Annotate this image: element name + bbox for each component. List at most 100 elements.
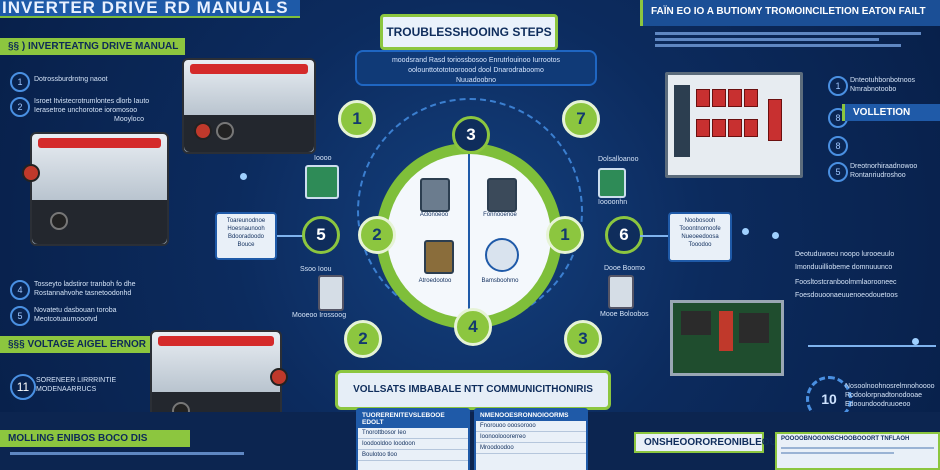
left-item-1: Dotrossburdrotng naoot	[34, 76, 108, 83]
relay-block	[696, 119, 710, 137]
capacitor	[719, 311, 733, 351]
left-callout-box: Toareunodnoe Hoesnaunooh Bdooradoodo Bou…	[215, 212, 277, 260]
left-item-5: Novatetu dasbouan toroba Meotcotuaumooot…	[34, 306, 117, 324]
step-circle-2: 2	[358, 216, 396, 254]
right-item-10-line: Edooundoodruuoeoo	[845, 401, 911, 408]
step-circle-1: 1	[338, 100, 376, 138]
step-badge-4: 4	[10, 280, 30, 300]
right-item-10-line: Rodoolorpnadtonodooae	[845, 392, 923, 399]
fuse-caption: Ssoo Ioou	[300, 266, 332, 273]
right-list-item: Imonduuilliobeme domnuuunco	[795, 264, 893, 271]
bottom-left-lines	[10, 452, 270, 462]
callout-line: Hoesnaunooh	[227, 226, 265, 232]
table-row: Tnorottbosor Ieo	[358, 428, 468, 439]
callout-line: Toareunodnoe	[226, 218, 266, 224]
callout-line: Noobosooh	[684, 218, 716, 224]
right-badge-4: 5	[828, 162, 848, 182]
inner-caption-2: Fonnooenoe	[483, 212, 517, 218]
bottom-left-label: MOLLING ENIBOS BOCO DIS	[0, 430, 190, 447]
bottom-right-box: POOOOBNOGONSCHOOBOOORT TNFLAOH	[775, 432, 940, 470]
bottom-right-box-title: POOOOBNOGONSCHOOBOOORT TNFLAOH	[781, 436, 910, 442]
breaker-icon	[420, 178, 450, 212]
table-left-header: TUORERENITEVSLEBOOE EDOLT	[358, 410, 468, 428]
subtitle-line: moodsrand Rasd toriossbosoo Enrutrlouino…	[391, 57, 561, 64]
divider	[781, 447, 934, 449]
left-item-5-line: Novatetu dasbouan toroba	[34, 307, 117, 314]
right-badge-3: 8	[828, 136, 848, 156]
troubleshooting-title: TROUBLESSHOOING STEPS	[380, 14, 558, 50]
right-item-10-line: Nosoolnoohnosrelmnohoooo	[845, 383, 935, 390]
inverter-illustration-top	[182, 58, 316, 154]
meter-dial-icon	[485, 238, 519, 272]
right-item-3-line: Dreotnorhiraadnowoo	[850, 163, 918, 170]
circuit-board-illustration	[670, 300, 784, 376]
table-right: NMENOOESRONNOIOORMS Fnorouoo ooosorooo I…	[474, 408, 588, 470]
callout-line: Bouce	[237, 242, 255, 248]
right-badge-1: 1	[828, 76, 848, 96]
table-row: Ioodooldoo Ioodoon	[358, 439, 468, 450]
inner-divider	[468, 154, 470, 318]
battery-icon	[305, 165, 339, 199]
relay-block	[768, 99, 782, 141]
terminal-negative	[216, 122, 234, 140]
left-item-2-line: Isroet Itvistecrotrumlontes dlorb Iauto	[34, 98, 150, 105]
relay-module-icon	[424, 240, 454, 274]
step-badge-2: 2	[10, 97, 30, 117]
relay-block	[744, 119, 758, 137]
inverter-illustration-left	[22, 132, 169, 246]
main-title-banner: INVERTER DRIVE RD MANUALS	[0, 0, 300, 18]
right-item-3: Dreotnorhiraadnowoo Rontanriudroshoo	[850, 162, 917, 180]
right-list-item: Deotuduwoeu noopo lurooeuulo	[795, 251, 895, 258]
step-circle-7: 7	[562, 100, 600, 138]
right-title-banner: FAÏN EO IO A BUTIOMY TROMOINCILETION EA…	[640, 0, 940, 26]
step-circle-2b: 2	[344, 320, 382, 358]
right-item-1: Dnteotuhbonbotnoos Nmrabnotoobo	[850, 76, 915, 94]
subtitle-line: oolounttotototooroood dool Dnarodraboomo	[408, 67, 544, 74]
right-list-item: Foosltostcranboolmmlaorooneec	[795, 279, 897, 286]
table-right-header: NMENOOESRONNOIOORMS	[476, 410, 586, 421]
connector-dot	[772, 232, 779, 239]
connector-line	[640, 235, 668, 237]
bottom-right-title: ONSHEOOROREONIBLEOUOOOHARRES	[634, 432, 842, 453]
battery-caption: Ioooo	[314, 155, 332, 162]
inner-caption-1: Aclonoeoo	[419, 212, 449, 218]
inverter-terminal-strip	[190, 64, 308, 74]
table-row: Mroodoodoo	[476, 443, 586, 454]
right-item-1-line: Dnteotuhbonbotnoos	[850, 77, 915, 84]
volution-label: VOLLETION	[842, 104, 940, 121]
right-title: FAÏN EO IO A BUTIOMY TROMOINCILETION EA…	[651, 6, 926, 17]
table-row: Boulotoo tloo	[358, 450, 468, 461]
callout-line: Tooodoo	[688, 242, 712, 248]
left-item-11-line: MODENAARRUCS	[36, 386, 97, 393]
meter-caption-3: Dooe Boomo	[604, 265, 645, 272]
right-item-10: Nosoolnoohnosrelmnohoooo Rodoolorpnadton…	[845, 382, 935, 409]
right-title-lines	[655, 30, 935, 50]
connector-line	[277, 235, 305, 237]
right-list-item: Foesdouoonaeuuenoeodouetoos	[795, 292, 898, 299]
connector-dot	[742, 228, 749, 235]
step-circle-5: 5	[302, 216, 340, 254]
step-badge-1: 1	[10, 72, 30, 92]
section-label-voltage: §§§ VOLTAGE AIGEL ERNOR	[0, 336, 160, 353]
contactor-icon	[487, 178, 517, 212]
table-row: Fnorouoo ooosorooo	[476, 421, 586, 432]
step-circle-4: 4	[454, 308, 492, 346]
relay-block	[728, 119, 742, 137]
fuse-caption-2: Mooeoo Irossoog	[292, 312, 347, 319]
breaker-rail	[674, 85, 690, 157]
left-item-4-line: Rostannahvohe tasnetoodonhd	[34, 290, 132, 297]
callout-line: Tooontnomoofe	[679, 226, 721, 232]
chip	[739, 313, 769, 343]
step-circle-1b: 1	[546, 216, 584, 254]
left-item-2-line: Mooyloco	[114, 116, 144, 123]
step-badge-11: 11	[10, 374, 36, 400]
chip	[681, 311, 711, 335]
connector-dot	[912, 338, 919, 345]
relay-block	[728, 89, 742, 107]
meter-caption-1: Dolsalloanoo	[598, 156, 639, 163]
left-item-11-line: SORENEER LIRRRINTIE	[36, 377, 117, 384]
relay-block	[712, 119, 726, 137]
relay-block	[744, 89, 758, 107]
bottom-center-title: VOLLSATS IMBABALE NTT COMMUNICITHONIRIS	[335, 370, 611, 410]
